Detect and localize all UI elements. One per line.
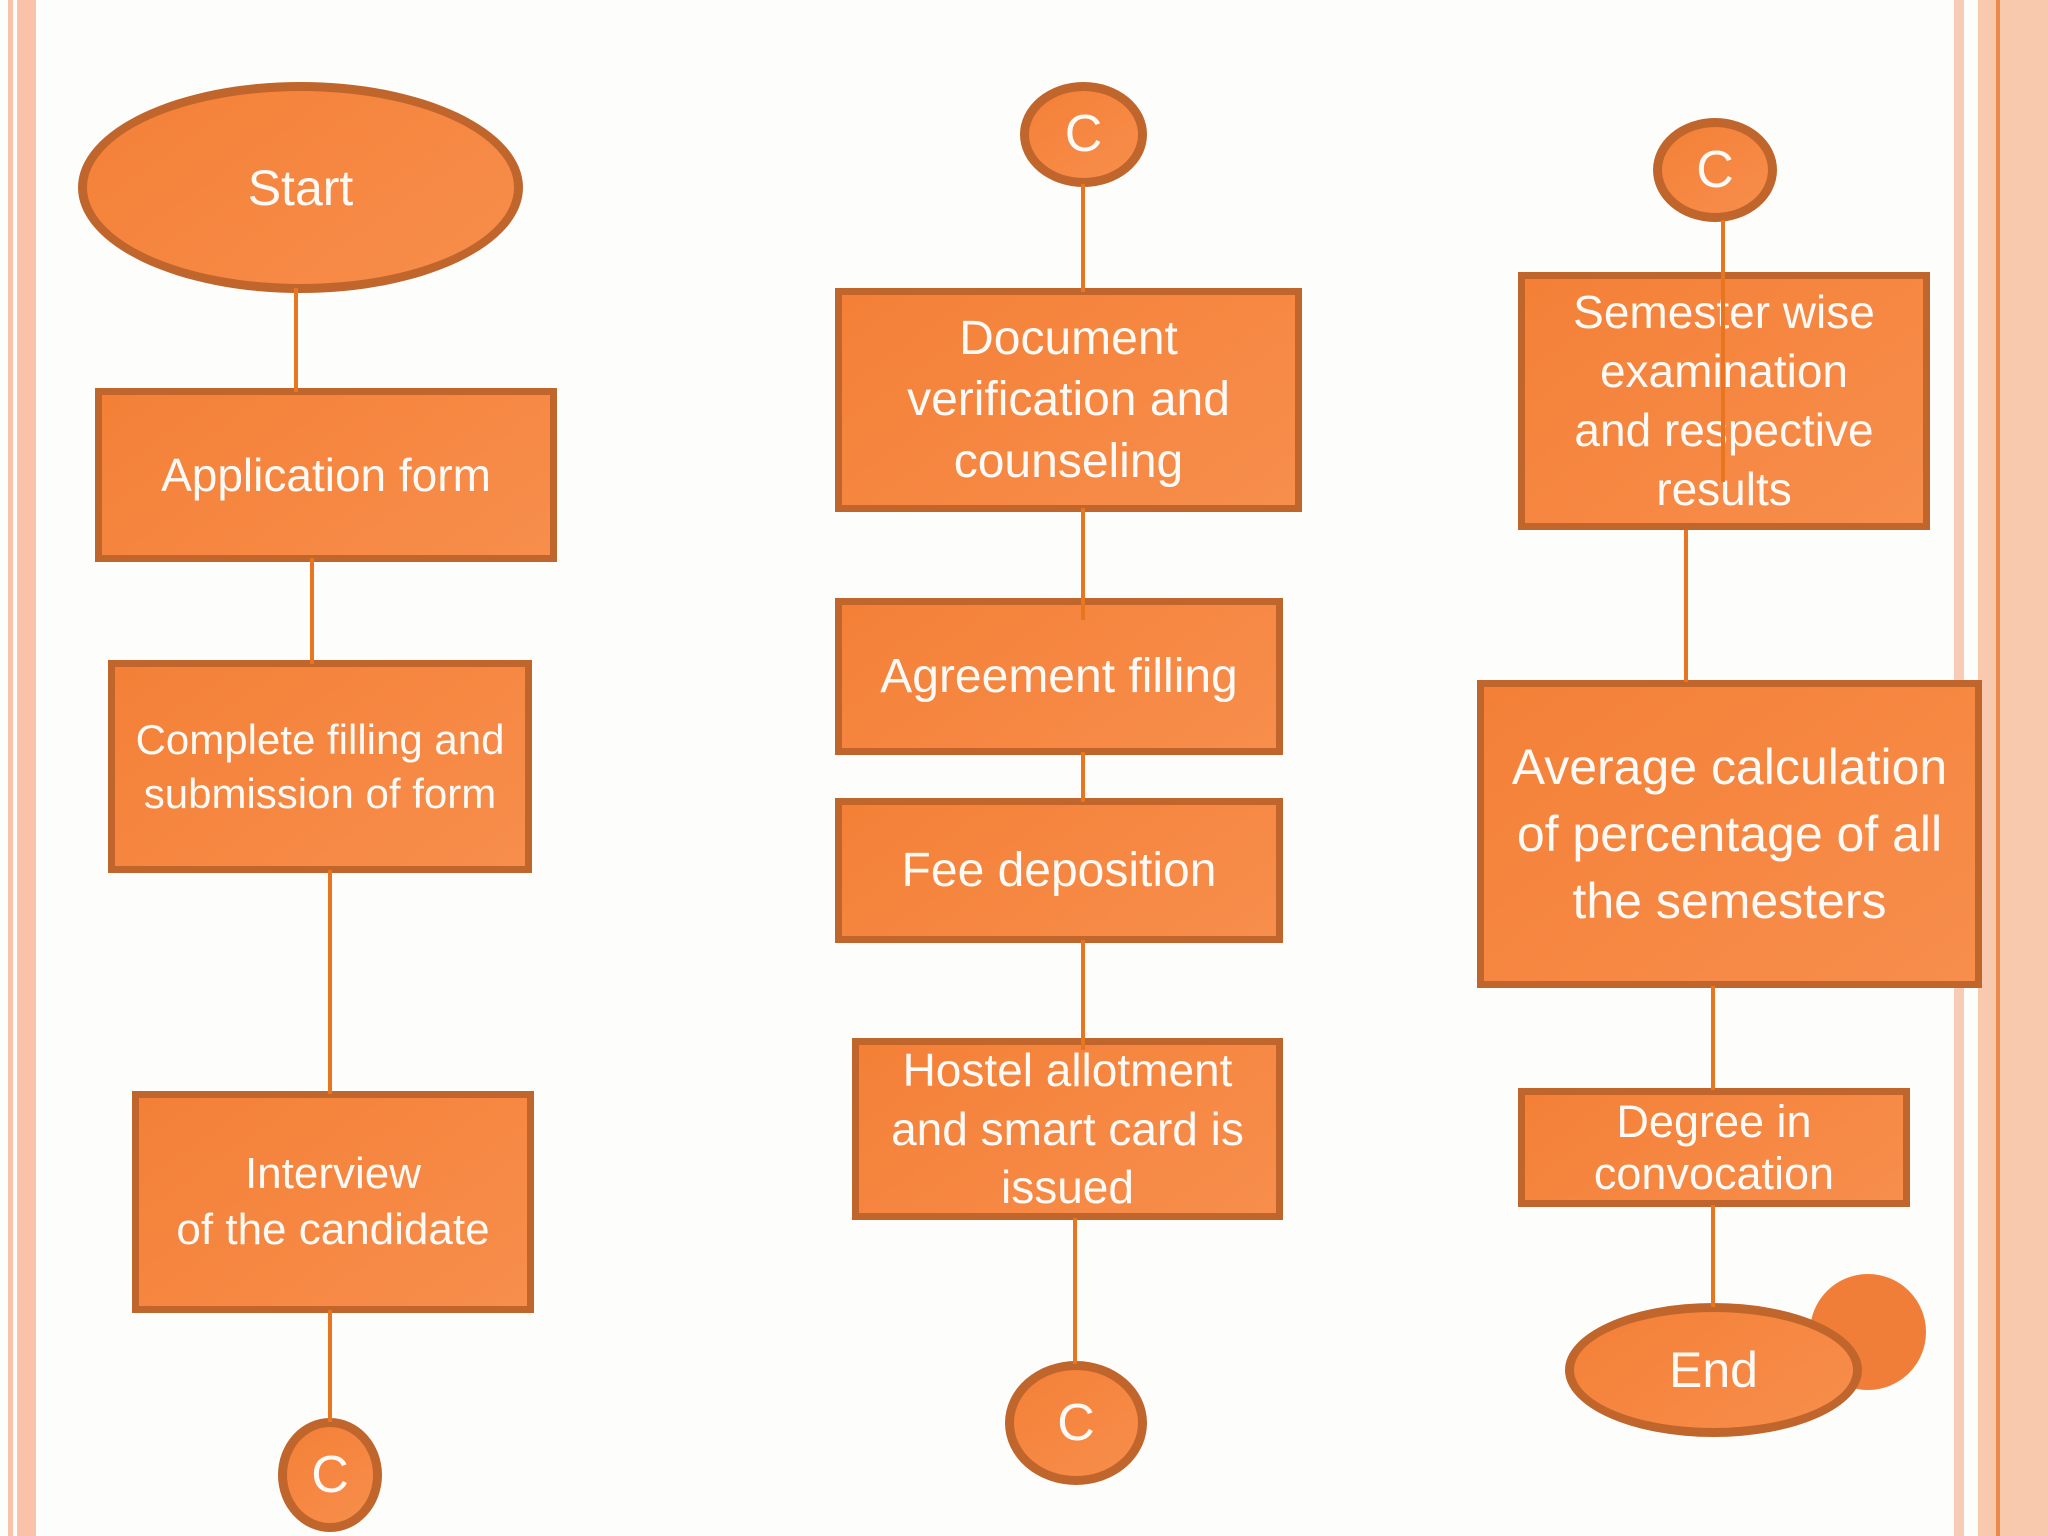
right-border-band xyxy=(2000,0,2048,1536)
connector-c-col1-bottom: C xyxy=(278,1418,382,1532)
connector-c-label: C xyxy=(1064,105,1103,164)
average-calculation-label: Average calculation of percentage of all… xyxy=(1511,738,1948,929)
connector-line-complete-interview xyxy=(328,870,332,1094)
fee-deposition-label: Fee deposition xyxy=(901,843,1217,897)
connector-line-hostel-c xyxy=(1073,1218,1077,1364)
application-form-step: Application form xyxy=(95,388,557,562)
degree-convocation-step: Degree in convocation xyxy=(1518,1088,1910,1207)
interview-step: Interview of the candidate xyxy=(132,1091,534,1313)
connector-c-col2-bottom: C xyxy=(1005,1361,1147,1485)
connector-line-document-agreement xyxy=(1081,508,1085,620)
connector-c-label: C xyxy=(1057,1393,1095,1452)
connector-c-label: C xyxy=(1696,140,1734,199)
hostel-allotment-label: Hostel allotment and smart card is issue… xyxy=(891,1043,1244,1214)
agreement-filling-step: Agreement filling xyxy=(835,598,1283,755)
document-verification-step: Document verification and counseling xyxy=(835,288,1302,512)
application-form-label: Application form xyxy=(161,448,491,501)
right-border-stripe-salmon xyxy=(1978,0,1996,1536)
connector-c-label: C xyxy=(311,1445,349,1504)
fee-deposition-step: Fee deposition xyxy=(835,798,1283,943)
interview-label: Interview of the candidate xyxy=(176,1148,490,1254)
connector-c-col3-top: C xyxy=(1653,118,1777,222)
connector-line-start-application xyxy=(294,288,298,392)
hostel-allotment-step: Hostel allotment and smart card is issue… xyxy=(852,1038,1283,1220)
connector-line-application-complete xyxy=(310,558,314,664)
start-terminator: Start xyxy=(78,82,523,293)
average-calculation-step: Average calculation of percentage of all… xyxy=(1477,680,1982,988)
end-terminator: End xyxy=(1565,1303,1862,1437)
complete-filling-step: Complete filling and submission of form xyxy=(108,660,532,873)
degree-convocation-label: Degree in convocation xyxy=(1593,1095,1835,1199)
connector-line-interview-c xyxy=(328,1310,332,1422)
connector-c-col2-top: C xyxy=(1020,82,1147,187)
connector-line-fee-hostel xyxy=(1081,940,1085,1050)
left-border-stripe-thin xyxy=(8,0,13,1536)
start-label: Start xyxy=(247,159,354,216)
connector-line-agreement-fee xyxy=(1081,752,1085,802)
right-border-accent-line xyxy=(1996,0,2000,1536)
connector-line-semester-average xyxy=(1684,530,1688,682)
agreement-filling-label: Agreement filling xyxy=(880,649,1238,703)
end-label: End xyxy=(1669,1342,1758,1398)
connector-line-degree-end xyxy=(1711,1205,1715,1307)
left-border-stripe-wide xyxy=(17,0,36,1536)
document-verification-label: Document verification and counseling xyxy=(907,311,1230,488)
complete-filling-label: Complete filling and submission of form xyxy=(135,715,505,817)
connector-line-average-degree xyxy=(1711,986,1715,1090)
connector-line-c-semester xyxy=(1721,220,1725,482)
connector-line-c-document xyxy=(1081,184,1085,292)
